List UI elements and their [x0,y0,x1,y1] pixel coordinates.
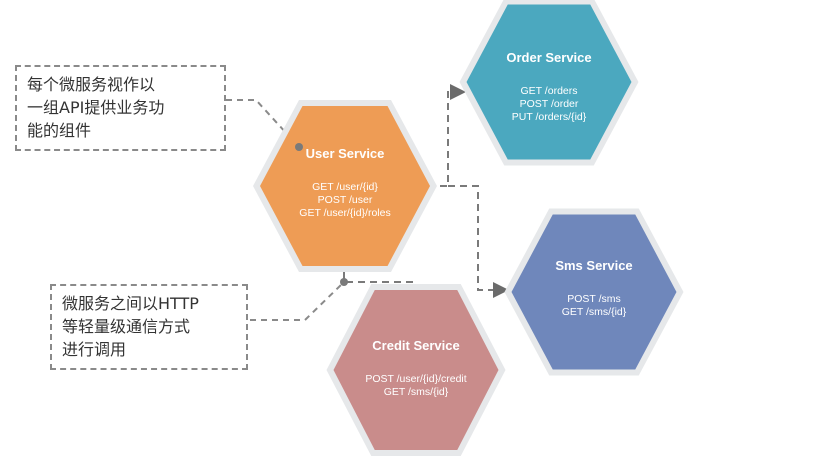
note-line: 等轻量级通信方式 [62,317,191,336]
connector-user-to-order [428,84,466,187]
leader-http-note [250,281,345,321]
connector-user-to-sms [448,185,509,298]
leader-dot-user [295,143,303,151]
hexagon-order [466,4,632,160]
service-title: User Service [306,146,385,161]
leader-dot-connector [340,278,348,286]
endpoint: GET /user/{id}/roles [299,207,390,219]
endpoint: GET /user/{id} [312,181,378,193]
note-component: 每个微服务视作以一组API提供业务功能的组件 [15,65,226,151]
endpoint: GET /sms/{id} [562,306,627,318]
note-http: 微服务之间以HTTP 等轻量级通信方式进行调用 [50,284,248,370]
note-line: 每个微服务视作以 [27,75,156,94]
endpoint: PUT /orders/{id} [512,111,587,123]
note-line: 进行调用 [62,340,127,359]
endpoint: GET /orders [521,85,578,97]
hexagon-sms [511,214,677,370]
endpoint: POST /user [318,194,373,206]
endpoint: POST /user/{id}/credit [365,373,466,385]
endpoint: POST /order [520,98,579,110]
service-title: Credit Service [372,338,459,353]
note-line: 微服务之间以HTTP [62,294,199,313]
note-line: 一组API提供业务功 [27,98,165,117]
hexagon-credit [333,290,499,450]
service-title: Order Service [506,50,591,65]
note-line: 能的组件 [27,121,92,140]
endpoint: GET /sms/{id} [384,386,449,398]
endpoint: POST /sms [567,293,620,305]
service-title: Sms Service [555,258,632,273]
